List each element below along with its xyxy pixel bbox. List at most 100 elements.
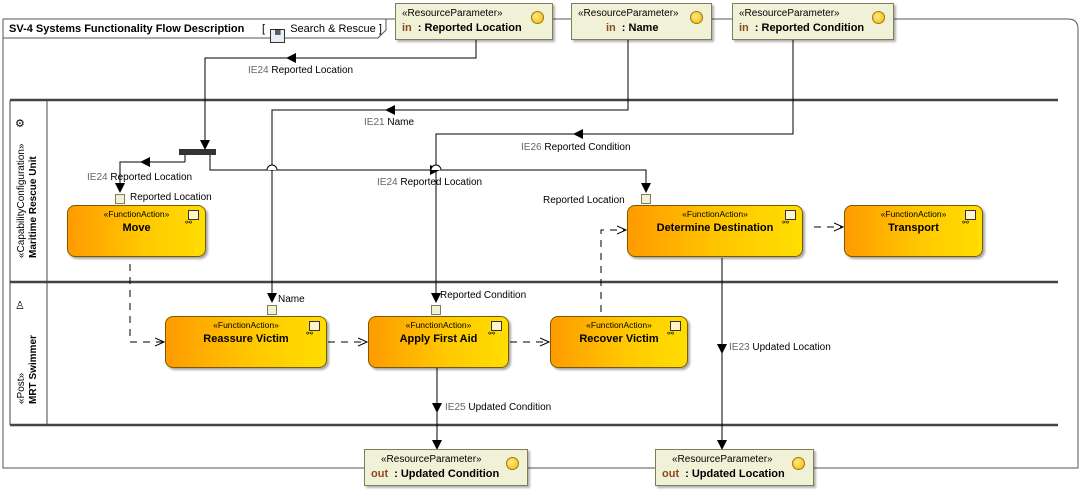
pin-determine-input[interactable] (641, 194, 651, 204)
activity-diagram-icon: ▦ (270, 29, 286, 43)
action-stereotype: «FunctionAction» (880, 209, 947, 219)
flow-id: IE23 (729, 342, 750, 353)
param-type: : Updated Location (685, 468, 785, 480)
param-updated-location[interactable]: «ResourceParameter» out : Updated Locatio… (655, 449, 814, 486)
lane-name: Maritime Rescue Unit (28, 156, 39, 258)
param-stereotype: «ResourceParameter» (402, 8, 503, 19)
param-reported-condition[interactable]: «ResourceParameter» in: Reported Conditi… (732, 3, 894, 40)
flow-fork-to-move (115, 161, 185, 193)
flow-text: Reported Condition (544, 142, 631, 153)
action-name: Move (122, 222, 151, 234)
param-type: : Reported Location (417, 22, 522, 34)
link-icon: ⚯ (962, 218, 969, 227)
flow-id: IE24 (377, 177, 398, 188)
resource-parameter-icon (792, 457, 805, 470)
param-type: : Name (621, 22, 659, 34)
diagram-title: SV-4 Systems Functionality Flow Descript… (9, 23, 244, 36)
pin-firstaid-input[interactable] (431, 305, 441, 315)
action-apply-first-aid[interactable]: «FunctionAction» Apply First Aid ⚯ (368, 316, 509, 368)
param-name: in: Reported Condition (739, 22, 864, 35)
action-icon (491, 321, 502, 331)
bracket-close: ] (378, 23, 382, 35)
flow-id: IE25 (445, 402, 466, 413)
diagram-frame (2, 18, 1079, 469)
param-direction: in (402, 22, 412, 34)
param-stereotype: «ResourceParameter» (672, 454, 773, 465)
flow-id: IE24 (248, 65, 269, 76)
flow-text: Reported Location (110, 172, 193, 183)
flow-label: IE21 Name (364, 117, 414, 129)
action-icon (965, 210, 976, 220)
param-stereotype: «ResourceParameter» (381, 454, 482, 465)
flow-ie21-name (267, 28, 629, 303)
resource-parameter-icon (872, 11, 885, 24)
diagram-title-text: SV-4 Systems Functionality Flow Descript… (9, 23, 245, 35)
lane-mrt-swimmer[interactable]: «Post» MRT Swimmer (16, 335, 40, 404)
param-name[interactable]: «ResourceParameter» in : Name (571, 3, 712, 40)
action-transport[interactable]: «FunctionAction» Transport ⚯ (844, 205, 983, 257)
action-stereotype: «FunctionAction» (103, 209, 170, 219)
flow-id: IE26 (521, 142, 542, 153)
flow-ie26-condition (431, 38, 794, 303)
flow-text: Reported Location (400, 177, 483, 188)
flow-text: Name (387, 117, 415, 128)
swimlane-borders (9, 98, 1058, 427)
action-icon (188, 210, 199, 220)
action-icon (309, 321, 320, 331)
flow-text: Updated Condition (468, 402, 552, 413)
action-name: Transport (888, 222, 939, 234)
flow-label: IE23 Updated Location (729, 342, 831, 354)
param-type: : Updated Condition (394, 468, 500, 480)
diagram-context-label: Search & Rescue (290, 23, 376, 35)
lane-stereotype: «CapabilityConfiguration» (16, 143, 27, 258)
param-updated-condition[interactable]: «ResourceParameter» out : Updated Conditi… (364, 449, 528, 486)
param-stereotype: «ResourceParameter» (578, 8, 679, 19)
pin-label: Reported Location (543, 195, 625, 206)
action-icon (670, 321, 681, 331)
action-stereotype: «FunctionAction» (586, 320, 652, 330)
lane-maritime-rescue-unit[interactable]: «CapabilityConfiguration» Maritime Rescu… (16, 143, 40, 258)
resource-parameter-icon (690, 11, 703, 24)
link-icon: ⚯ (782, 218, 789, 227)
pin-move-input[interactable] (115, 194, 125, 204)
param-direction: in (606, 22, 616, 34)
action-name: Recover Victim (579, 333, 659, 345)
fork-bar (179, 149, 216, 155)
action-stereotype: «FunctionAction» (405, 320, 472, 330)
action-determine-destination[interactable]: «FunctionAction» Determine Destination ⚯ (627, 205, 803, 257)
capability-configuration-icon: ⚙ (15, 118, 25, 130)
control-flows (129, 227, 843, 342)
pin-reassure-input[interactable] (267, 305, 277, 315)
param-stereotype: «ResourceParameter» (739, 8, 840, 19)
link-icon: ⚯ (185, 218, 192, 227)
lane-stereotype: «Post» (16, 372, 27, 404)
param-reported-location[interactable]: «ResourceParameter» in : Reported Locatio… (395, 3, 553, 40)
flow-id: IE24 (87, 172, 108, 183)
flow-ie24-to-fork (200, 38, 477, 150)
flow-label: IE24 Reported Location (377, 177, 482, 189)
action-name: Apply First Aid (399, 333, 478, 345)
action-move[interactable]: «FunctionAction» Move ⚯ (67, 205, 206, 257)
diagram-context[interactable]: [ ▦ Search & Rescue ] (262, 23, 382, 43)
bracket-open: [ (262, 23, 269, 35)
flow-id: IE21 (364, 117, 385, 128)
param-direction: out (371, 468, 389, 480)
flow-text: Updated Location (752, 342, 831, 353)
link-icon: ⚯ (488, 329, 495, 338)
resource-parameter-icon (531, 11, 544, 24)
param-direction: out (662, 468, 680, 480)
action-recover-victim[interactable]: «FunctionAction» Recover Victim ⚯ (550, 316, 688, 368)
action-reassure-victim[interactable]: «FunctionAction» Reassure Victim ⚯ (165, 316, 327, 368)
resource-parameter-icon (506, 457, 519, 470)
post-icon: ♙ (15, 300, 25, 312)
action-name: Reassure Victim (203, 333, 289, 345)
action-name: Determine Destination (656, 222, 774, 234)
flow-label: IE24 Reported Location (248, 65, 353, 77)
param-name: in : Reported Location (402, 22, 522, 35)
flow-label: IE24 Reported Location (87, 172, 192, 184)
pin-label: Reported Condition (440, 290, 527, 301)
pin-label: Reported Location (130, 192, 212, 203)
param-name: out : Updated Location (662, 468, 785, 481)
param-name: in : Name (606, 22, 658, 35)
